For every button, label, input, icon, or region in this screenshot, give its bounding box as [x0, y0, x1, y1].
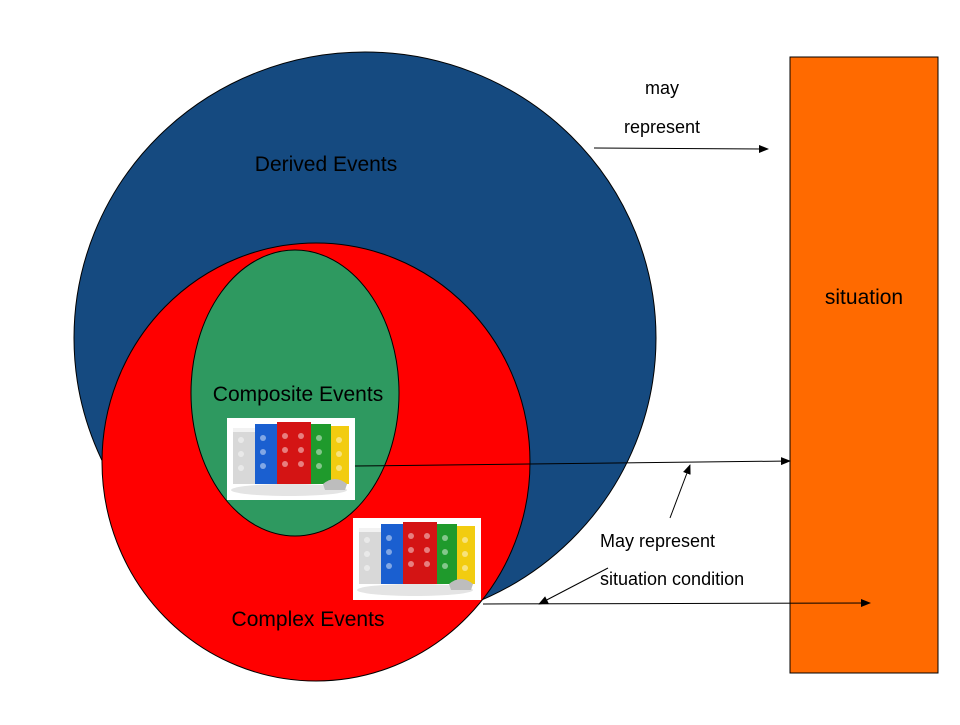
- derived-events-label: Derived Events: [255, 153, 397, 176]
- represent-label: represent: [624, 117, 700, 137]
- complex-lego-icon: [353, 518, 481, 600]
- derived-to-situation-arrow: [593, 144, 769, 153]
- may-label: may: [645, 78, 679, 98]
- situation-label: situation: [825, 286, 903, 309]
- pointer-to-upper-arrow: [669, 464, 691, 519]
- complex-events-label: Complex Events: [232, 608, 385, 631]
- may-represent-label: May represent: [600, 531, 715, 551]
- situation-box: [789, 56, 939, 674]
- situation-condition-label: situation condition: [600, 569, 744, 589]
- composite-lego-icon: [227, 418, 355, 500]
- pointer-to-lower-arrow: [538, 567, 609, 605]
- composite-events-label: Composite Events: [213, 383, 383, 406]
- composite-to-situation-arrow: [354, 457, 791, 467]
